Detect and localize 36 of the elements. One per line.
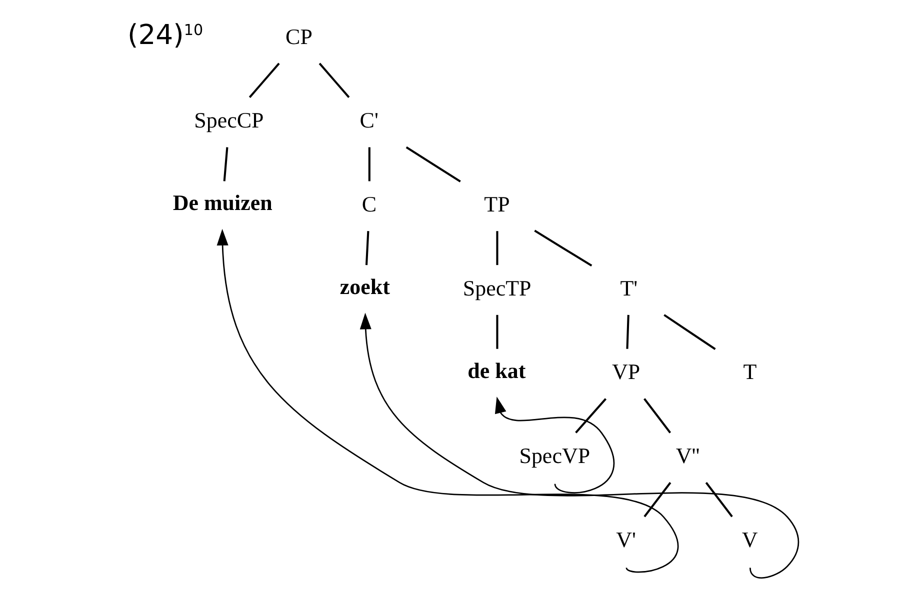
connector bbox=[496, 314, 498, 349]
node-text: de kat bbox=[467, 358, 526, 383]
connector bbox=[643, 482, 671, 518]
connector bbox=[574, 398, 606, 434]
arrow bbox=[494, 396, 614, 494]
node-text: C' bbox=[359, 108, 378, 133]
connector bbox=[248, 62, 280, 98]
arrow bbox=[216, 228, 678, 573]
connector bbox=[626, 314, 629, 349]
connector bbox=[704, 482, 732, 518]
node-text: V' bbox=[616, 526, 636, 552]
node-text: zoekt bbox=[339, 274, 390, 299]
connector bbox=[496, 231, 498, 266]
connector bbox=[405, 146, 460, 182]
node-text: TP bbox=[484, 191, 510, 216]
node-text: T bbox=[742, 359, 756, 384]
arrow bbox=[359, 312, 798, 578]
node-text: T' bbox=[620, 275, 638, 300]
node-text: De muizen bbox=[172, 190, 272, 216]
node-text: C bbox=[361, 191, 376, 216]
connector bbox=[663, 314, 716, 350]
connector bbox=[643, 398, 671, 434]
node-text: V'' bbox=[675, 443, 700, 468]
node-text: V bbox=[741, 526, 758, 552]
label: (24) bbox=[126, 19, 184, 52]
connector bbox=[368, 147, 370, 182]
node-text: SpecTP bbox=[462, 275, 531, 300]
node-text: SpecCP bbox=[194, 108, 264, 133]
connector bbox=[222, 147, 228, 182]
node-text: VP bbox=[612, 359, 640, 384]
connector bbox=[318, 62, 350, 98]
node-text: SpecVP bbox=[518, 443, 590, 468]
connector bbox=[534, 230, 592, 267]
label: 10 bbox=[183, 21, 203, 40]
connector bbox=[364, 231, 369, 266]
node-text: CP bbox=[285, 24, 312, 49]
